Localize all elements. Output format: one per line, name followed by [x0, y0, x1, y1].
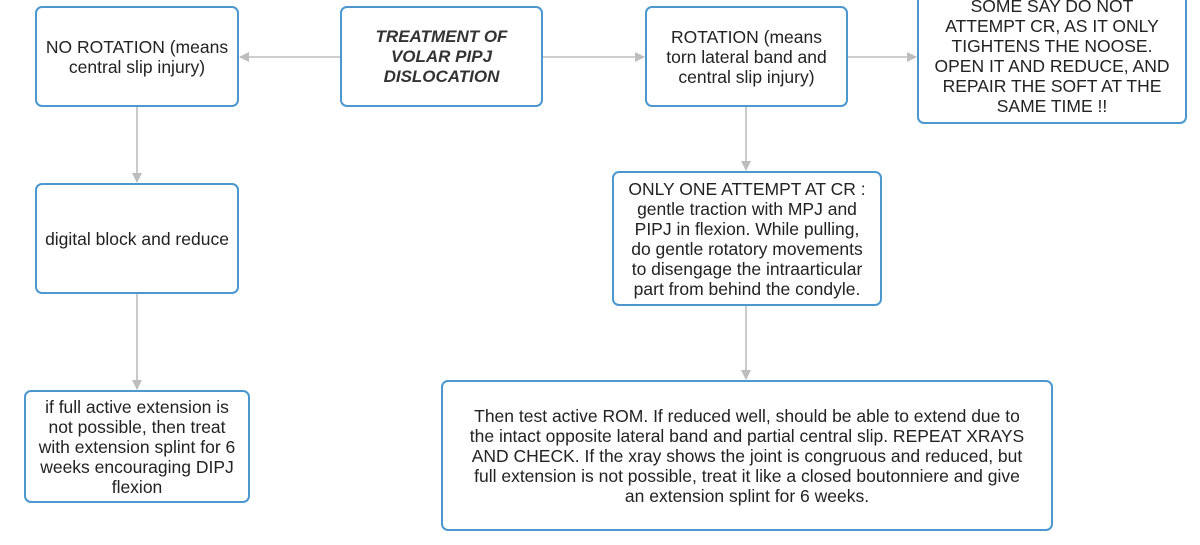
node-test-rom: Then test active ROM. If reduced well, s… [441, 380, 1053, 531]
node-some-say: SOME SAY DO NOT ATTEMPT CR, AS IT ONLY T… [917, 0, 1187, 124]
node-no-rotation: NO ROTATION (means central slip injury) [35, 6, 239, 107]
node-full-extension: if full active extension is not possible… [24, 390, 250, 503]
node-digital-block-text: digital block and reduce [45, 228, 229, 249]
node-one-attempt: ONLY ONE ATTEMPT AT CR : gentle traction… [612, 171, 882, 306]
node-some-say-text: SOME SAY DO NOT ATTEMPT CR, AS IT ONLY T… [934, 0, 1170, 116]
node-title-text: TREATMENT OF VOLAR PIPJ DISLOCATION [375, 26, 508, 86]
node-one-attempt-text: ONLY ONE ATTEMPT AT CR : gentle traction… [628, 178, 866, 299]
node-title: TREATMENT OF VOLAR PIPJ DISLOCATION [340, 6, 543, 107]
node-digital-block: digital block and reduce [35, 183, 239, 294]
node-rotation-text: ROTATION (means torn lateral band and ce… [666, 26, 827, 87]
node-full-extension-text: if full active extension is not possible… [38, 396, 236, 497]
node-test-rom-text: Then test active ROM. If reduced well, s… [469, 405, 1025, 506]
node-no-rotation-text: NO ROTATION (means central slip injury) [45, 36, 229, 77]
node-rotation: ROTATION (means torn lateral band and ce… [645, 6, 848, 107]
